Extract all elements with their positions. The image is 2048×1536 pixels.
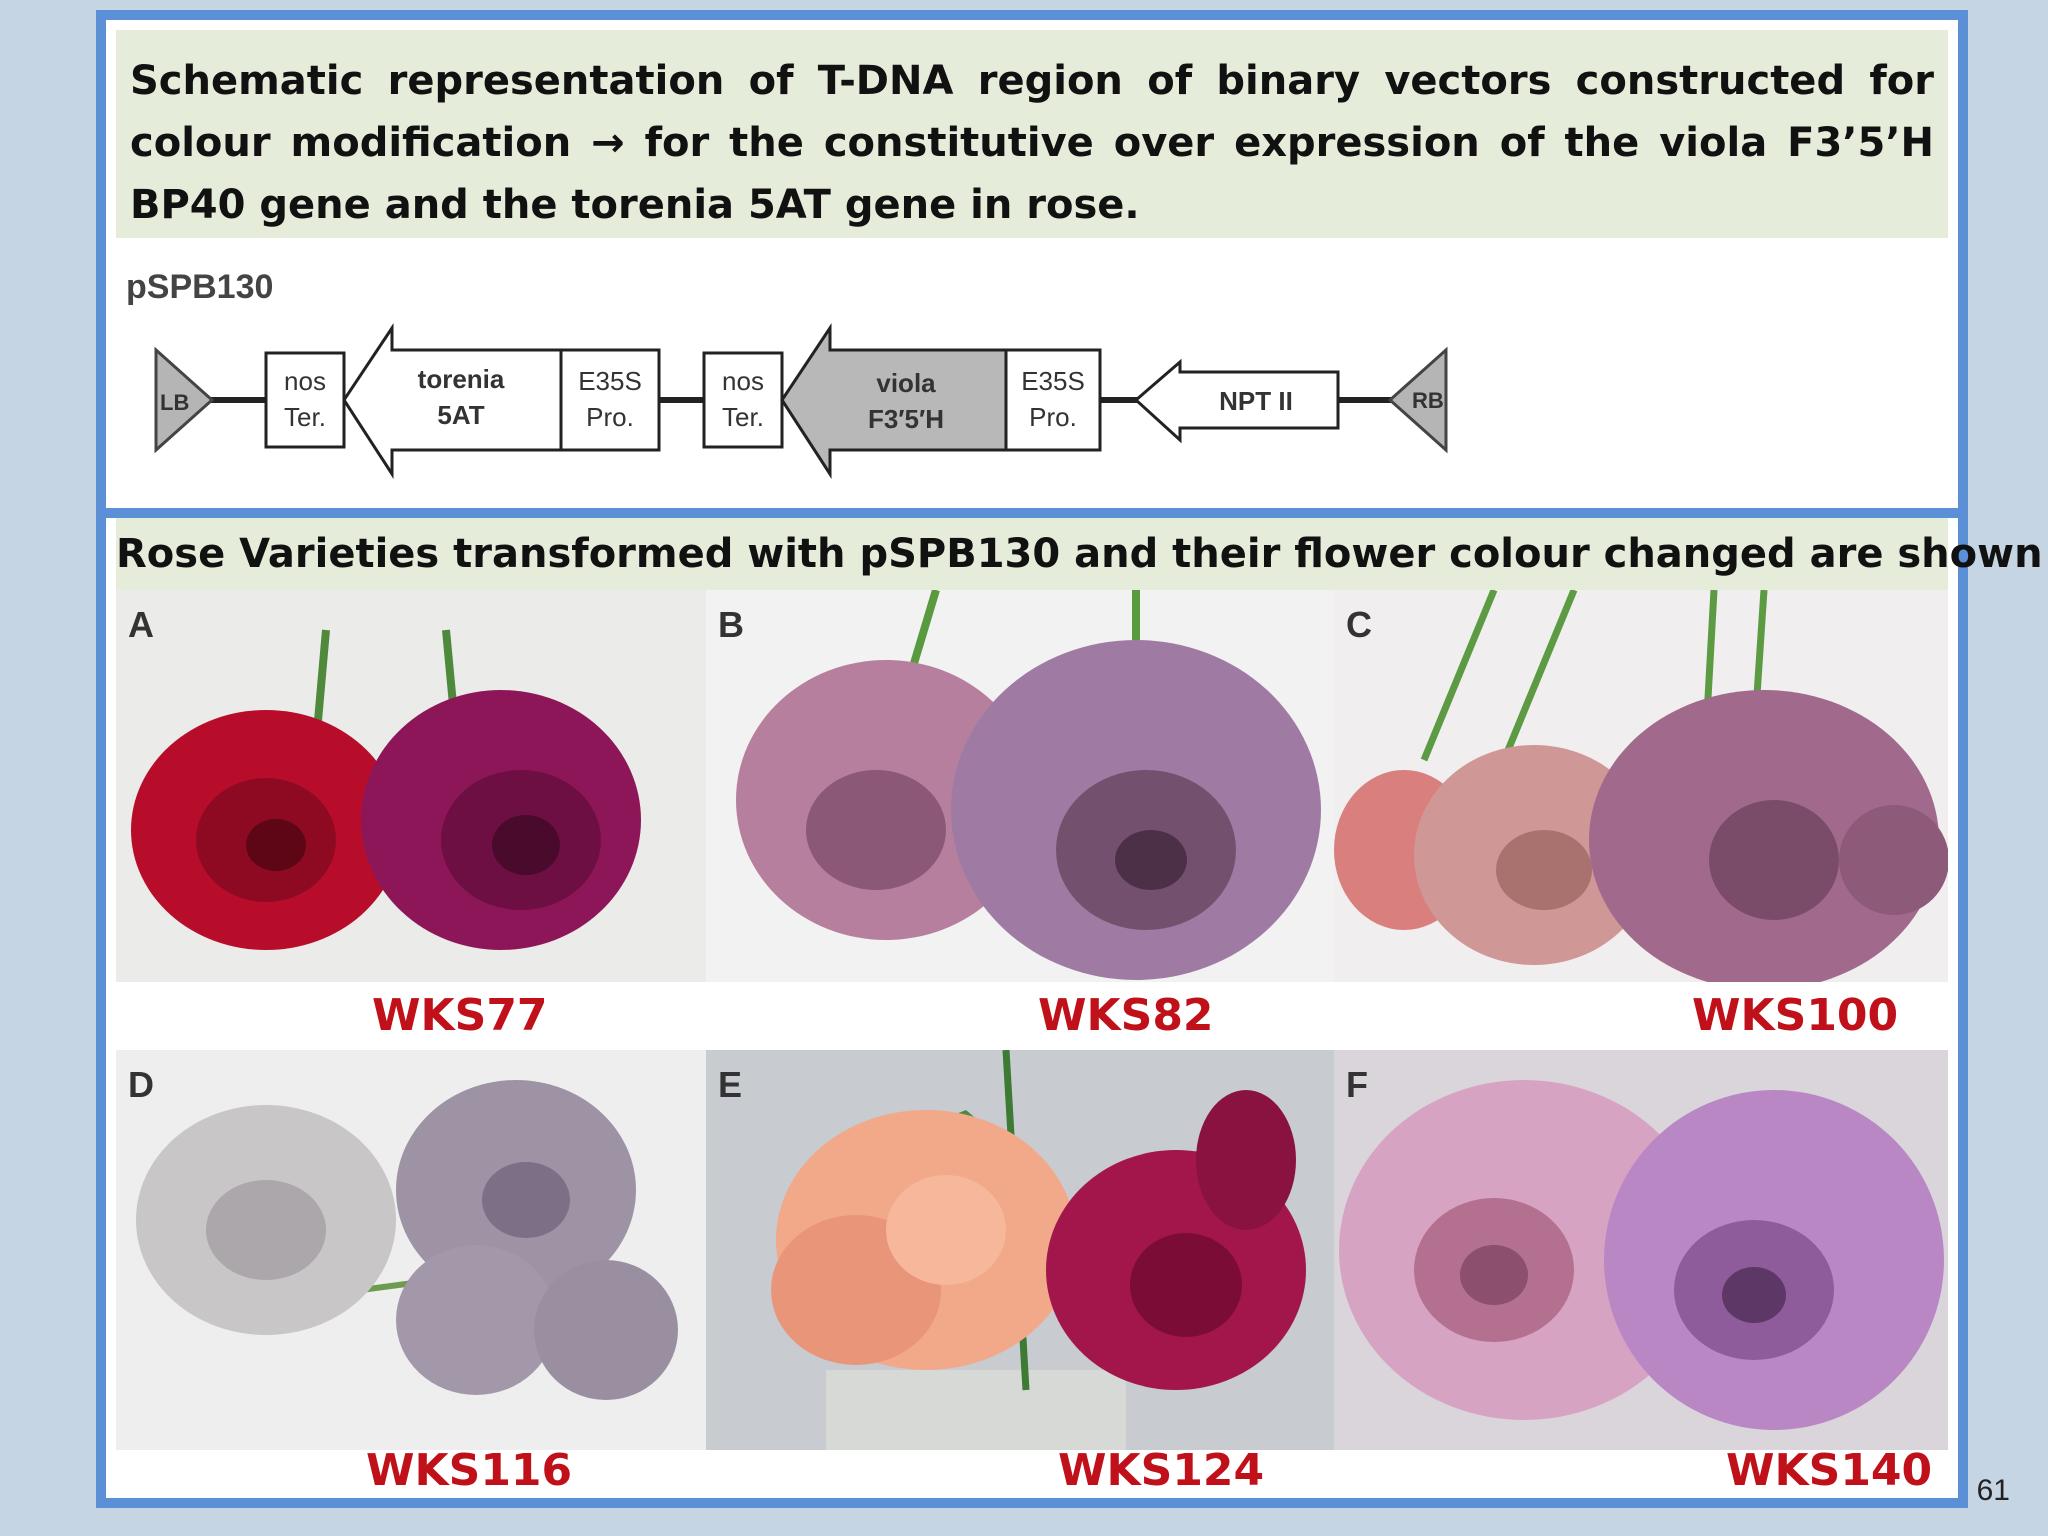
slide-frame: Schematic representation of T-DNA region… xyxy=(96,10,2043,1508)
npt-label: NPT II xyxy=(1219,386,1293,416)
t-dna-schematic: pSPB130 LB nos Ter. torenia 5AT E35S Pro… xyxy=(126,268,1448,480)
t-dna-diagram: pSPB130 LB nos Ter. torenia 5AT E35S Pro… xyxy=(116,238,1948,508)
rose-image-d xyxy=(116,1050,706,1450)
rose-photo-f: F xyxy=(1334,1050,1948,1450)
caption-row-1: WKS77 WKS82 WKS100 xyxy=(116,982,1948,1050)
caption-wks82: WKS82 xyxy=(1038,990,1214,1041)
panel-letter-c: C xyxy=(1346,604,1372,645)
viola-f35h-arrow xyxy=(780,323,1008,480)
panel-letter-f: F xyxy=(1346,1064,1368,1105)
right-arrow-icon: → xyxy=(591,120,625,166)
lb-label: LB xyxy=(160,390,189,415)
panel-letter-b: B xyxy=(718,604,744,645)
title-line-1: Schematic representation of T-DNA region… xyxy=(130,58,1934,166)
rose-image-a xyxy=(116,590,706,982)
vector-name: pSPB130 xyxy=(126,268,273,306)
rose-image-b xyxy=(706,590,1334,982)
e35s-pro-1-box xyxy=(559,348,661,452)
e35s-1-line2: Pro. xyxy=(586,402,634,432)
rose-photo-a: A xyxy=(116,590,706,982)
rose-photo-c: C xyxy=(1334,590,1948,982)
nos-ter-2-box xyxy=(702,351,784,449)
caption-wks140: WKS140 xyxy=(1726,1445,1933,1496)
title-line-2b: for the constitutive over expression of … xyxy=(130,120,1934,228)
rose-photo-d: D xyxy=(116,1050,706,1450)
rb-label: RB xyxy=(1412,388,1444,413)
title-line-2a: modification xyxy=(290,120,572,166)
caption-wks100: WKS100 xyxy=(1692,990,1899,1041)
rose-photo-e: E xyxy=(706,1050,1334,1450)
caption-row-2: WKS116 WKS124 WKS140 xyxy=(116,1445,1948,1498)
viola-line1: viola xyxy=(876,368,936,398)
rb-border-icon xyxy=(1387,346,1448,454)
caption-wks124: WKS124 xyxy=(1058,1445,1265,1496)
page-number: 61 xyxy=(1976,1474,2010,1507)
caption-wks116: WKS116 xyxy=(366,1445,573,1496)
section-subtitle: Rose Varieties transformed with pSPB130 … xyxy=(116,518,2043,590)
lb-border-icon xyxy=(154,346,215,454)
rose-image-f xyxy=(1334,1050,1948,1450)
nos-ter-2-line2: Ter. xyxy=(722,402,764,432)
nos-ter-2-line1: nos xyxy=(722,366,764,396)
e35s-1-line1: E35S xyxy=(578,366,642,396)
slide-title: Schematic representation of T-DNA region… xyxy=(116,30,1948,238)
nos-ter-1-box xyxy=(264,351,346,449)
viola-line2: F3′5′H xyxy=(868,404,944,434)
npt-ii-arrow xyxy=(1133,358,1340,444)
torenia-line2: 5AT xyxy=(437,400,484,430)
rose-image-c xyxy=(1334,590,1948,982)
nos-ter-1-line2: Ter. xyxy=(284,402,326,432)
nos-ter-1-line1: nos xyxy=(284,366,326,396)
e35s-2-line1: E35S xyxy=(1021,366,1085,396)
title-line-3: and the torenia 5AT gene in rose. xyxy=(384,182,1140,228)
torenia-line1: torenia xyxy=(418,364,505,394)
caption-wks77: WKS77 xyxy=(372,990,548,1041)
rose-photo-b: B xyxy=(706,590,1334,982)
panel-letter-a: A xyxy=(128,604,154,645)
rose-image-e xyxy=(706,1050,1334,1450)
section-divider xyxy=(106,508,1958,518)
panel-letter-e: E xyxy=(718,1064,743,1105)
e35s-2-line2: Pro. xyxy=(1029,402,1077,432)
panel-letter-d: D xyxy=(128,1064,154,1105)
e35s-pro-2-box xyxy=(1004,348,1102,452)
